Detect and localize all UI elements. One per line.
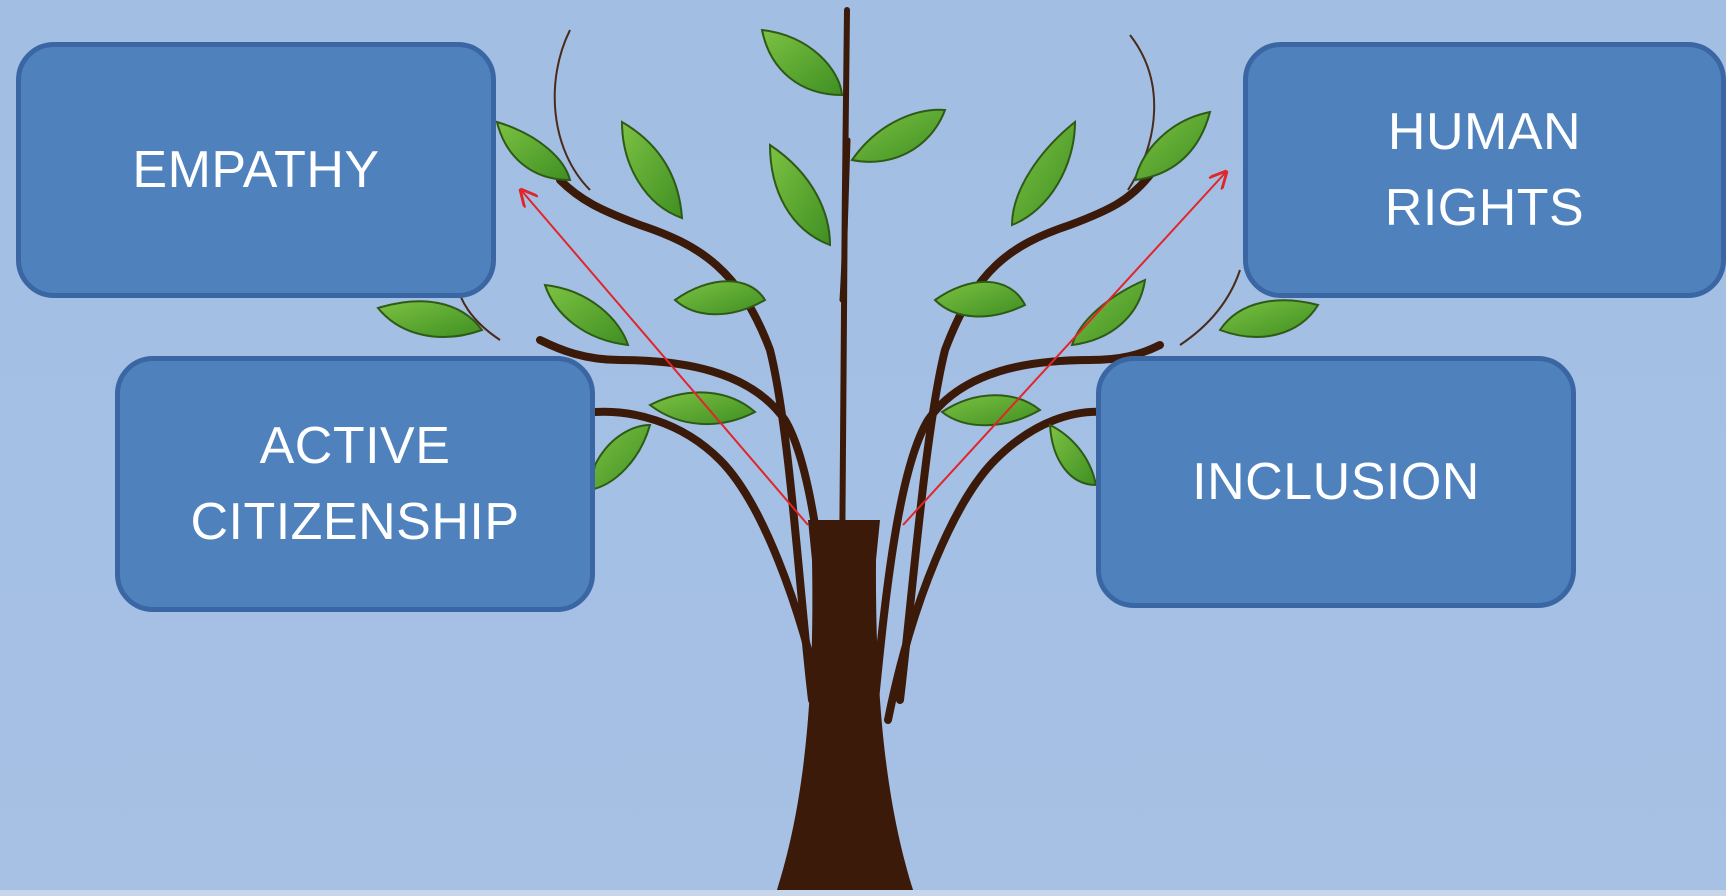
empathy-box: EMPATHY [16,42,496,298]
human-rights-box: HUMAN RIGHTS [1243,42,1726,298]
human-rights-label: HUMAN RIGHTS [1385,94,1584,246]
empathy-line-1: EMPATHY [132,141,380,199]
bottom-edge-strip [0,890,1726,896]
human-rights-line-1: HUMAN [1387,103,1582,161]
active-citizenship-box: ACTIVE CITIZENSHIP [115,356,595,612]
inclusion-label: INCLUSION [1192,444,1480,520]
arrow-to-empathy [521,190,809,526]
active-citizenship-line-1: ACTIVE [259,417,451,475]
inclusion-box: INCLUSION [1096,356,1576,608]
empathy-label: EMPATHY [132,132,379,208]
active-citizenship-line-2: CITIZENSHIP [190,493,520,551]
active-citizenship-label: ACTIVE CITIZENSHIP [190,408,519,560]
tree-trunk [775,520,915,896]
human-rights-line-2: RIGHTS [1384,179,1585,237]
arrow-to-human-rights [902,172,1226,526]
red-arrows [521,172,1226,526]
leaves [376,28,1320,492]
inclusion-line-1: INCLUSION [1192,453,1480,511]
